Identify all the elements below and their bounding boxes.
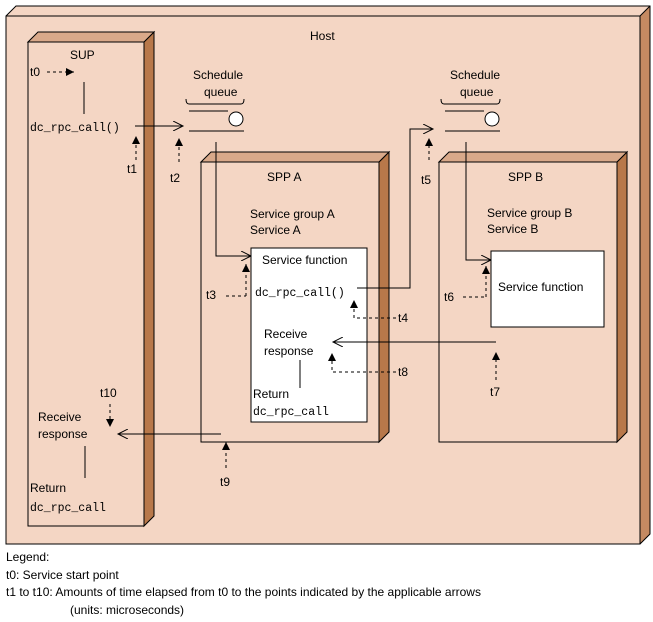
queue-b-label-line2: queue bbox=[460, 85, 494, 99]
t3-label: t3 bbox=[206, 288, 216, 302]
queue-a bbox=[189, 110, 244, 132]
t5-label: t5 bbox=[421, 173, 431, 187]
t1-label: t1 bbox=[127, 162, 137, 176]
sup-receive-line2: response bbox=[38, 427, 88, 441]
sup-return-call: dc_rpc_call bbox=[30, 502, 106, 515]
t10-label: t10 bbox=[100, 386, 117, 400]
t9-label: t9 bbox=[220, 475, 230, 489]
queue-b-label-line1: Schedule bbox=[450, 68, 500, 82]
spp-b-box bbox=[437, 150, 629, 444]
spp-b-service: Service B bbox=[487, 222, 538, 236]
sup-receive-line1: Receive bbox=[38, 410, 82, 424]
legend: Legend: t0: Service start point t1 to t1… bbox=[6, 549, 481, 619]
host-title: Host bbox=[310, 29, 335, 43]
queue-b bbox=[445, 110, 500, 132]
spp-a-group: Service group A bbox=[250, 207, 335, 221]
sup-return-label: Return bbox=[30, 481, 66, 495]
legend-line1: t0: Service start point bbox=[6, 567, 119, 582]
t6-label: t6 bbox=[444, 290, 454, 304]
spp-b-group: Service group B bbox=[487, 206, 572, 220]
t4-arrow bbox=[350, 300, 396, 319]
legend-heading: Legend: bbox=[6, 550, 50, 564]
spp-b-title: SPP B bbox=[508, 170, 543, 184]
queue-a-label-line1: Schedule bbox=[193, 68, 243, 82]
spp-a-return-label: Return bbox=[253, 387, 289, 401]
queue-a-label-line2: queue bbox=[204, 85, 238, 99]
sup-title: SUP bbox=[70, 48, 95, 62]
spp-a-title: SPP A bbox=[267, 170, 301, 184]
legend-line2: t1 to t10: Amounts of time elapsed from … bbox=[6, 585, 481, 599]
spp-a-call: dc_rpc_call() bbox=[255, 287, 345, 300]
queue-b-to-function-arrow bbox=[465, 142, 491, 260]
t0-label: t0 bbox=[30, 65, 40, 79]
t8-label: t8 bbox=[398, 365, 408, 379]
spp-b-service-function-box bbox=[490, 250, 605, 328]
spp-a-box bbox=[199, 150, 391, 444]
spp-a-function-title: Service function bbox=[262, 253, 347, 267]
legend-line3: (units: microseconds) bbox=[70, 602, 185, 617]
t4-label: t4 bbox=[398, 311, 408, 325]
t2-label: t2 bbox=[170, 171, 180, 185]
sup-box bbox=[26, 30, 156, 528]
queue-a-to-function-arrow bbox=[215, 142, 251, 256]
function-a-to-queue-b-arrow bbox=[357, 129, 433, 289]
spp-a-receive-line1: Receive bbox=[264, 327, 308, 341]
queue-a-brace bbox=[185, 98, 245, 105]
spp-a-service-function-box bbox=[250, 247, 368, 423]
spp-b-function-title: Service function bbox=[498, 280, 583, 294]
sup-call: dc_rpc_call() bbox=[30, 122, 120, 135]
spp-a-service: Service A bbox=[250, 223, 301, 237]
spp-a-return-call: dc_rpc_call bbox=[253, 406, 329, 419]
t7-label: t7 bbox=[490, 385, 500, 399]
spp-a-receive-line2: response bbox=[264, 344, 314, 358]
queue-b-brace bbox=[440, 98, 501, 105]
